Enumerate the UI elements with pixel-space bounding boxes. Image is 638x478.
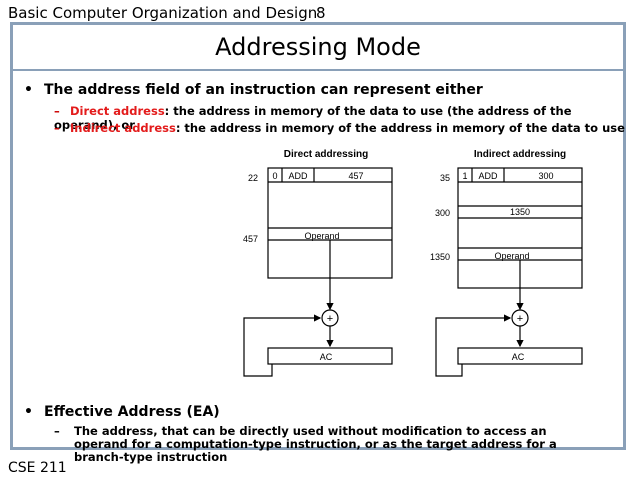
course-title: Basic Computer Organization and Design bbox=[8, 4, 318, 22]
bullet-effective-address: • Effective Address (EA) bbox=[24, 404, 220, 420]
indirect-addr-35: 35 bbox=[440, 173, 450, 183]
direct-address-desc: : the address in memory of the data to u… bbox=[54, 104, 572, 132]
bullet-icon: • bbox=[24, 82, 33, 98]
direct-address-term: Direct address bbox=[70, 104, 165, 118]
indirect-addr-1350: 1350 bbox=[430, 252, 450, 262]
indirect-heading: Indirect addressing bbox=[474, 149, 566, 160]
ea-definition-text: The address, that can be directly used w… bbox=[74, 424, 557, 464]
direct-operand-address: 457 bbox=[348, 171, 363, 181]
bullet-address-field: • The address field of an instruction can… bbox=[24, 82, 483, 98]
direct-addr-457: 457 bbox=[243, 234, 258, 244]
indirect-address-desc: : the address in memory of the address i… bbox=[175, 121, 625, 135]
indirect-plus: + bbox=[517, 313, 523, 325]
indirect-feedback-line bbox=[435, 314, 512, 377]
direct-opcode: ADD bbox=[288, 171, 308, 181]
sub-bullet-indirect: –Indirect address: the address in memory… bbox=[54, 121, 625, 135]
slide-title: Addressing Mode bbox=[215, 33, 421, 61]
sub-bullet-direct: –Direct address: the address in memory o… bbox=[54, 104, 638, 132]
direct-ac-label: AC bbox=[320, 352, 333, 362]
indirect-opcode: ADD bbox=[478, 171, 498, 181]
sub-bullet-ea-definition: – The address, that can be directly used… bbox=[54, 425, 574, 464]
indirect-operand-cell: Operand bbox=[494, 251, 529, 261]
direct-ac-register bbox=[267, 347, 393, 365]
dash-icon: – bbox=[54, 104, 60, 118]
course-code: CSE 211 bbox=[8, 460, 67, 476]
slide-frame: Addressing Mode bbox=[10, 22, 626, 450]
page-number: 8 bbox=[316, 4, 326, 22]
direct-feedback-line bbox=[243, 314, 322, 377]
direct-addr-22: 22 bbox=[248, 173, 258, 183]
direct-plus: + bbox=[327, 313, 333, 325]
indirect-address-term: Indirect address bbox=[70, 121, 176, 135]
indirect-ac-label: AC bbox=[512, 352, 525, 362]
bullet-text: Effective Address (EA) bbox=[44, 404, 220, 420]
indirect-operand-address: 300 bbox=[538, 171, 553, 181]
indirect-mode-bit: 1 bbox=[462, 171, 467, 181]
title-bar: Addressing Mode bbox=[13, 25, 623, 71]
indirect-ac-register bbox=[457, 347, 583, 365]
indirect-pointer-cell: 1350 bbox=[510, 207, 530, 217]
bullet-text: The address field of an instruction can … bbox=[44, 82, 483, 98]
indirect-addr-300: 300 bbox=[435, 208, 450, 218]
direct-operand-cell: Operand bbox=[304, 231, 339, 241]
dash-icon: – bbox=[54, 424, 60, 438]
direct-heading: Direct addressing bbox=[284, 149, 368, 160]
bullet-icon: • bbox=[24, 404, 33, 420]
dash-icon: – bbox=[54, 121, 60, 135]
direct-mode-bit: 0 bbox=[272, 171, 277, 181]
